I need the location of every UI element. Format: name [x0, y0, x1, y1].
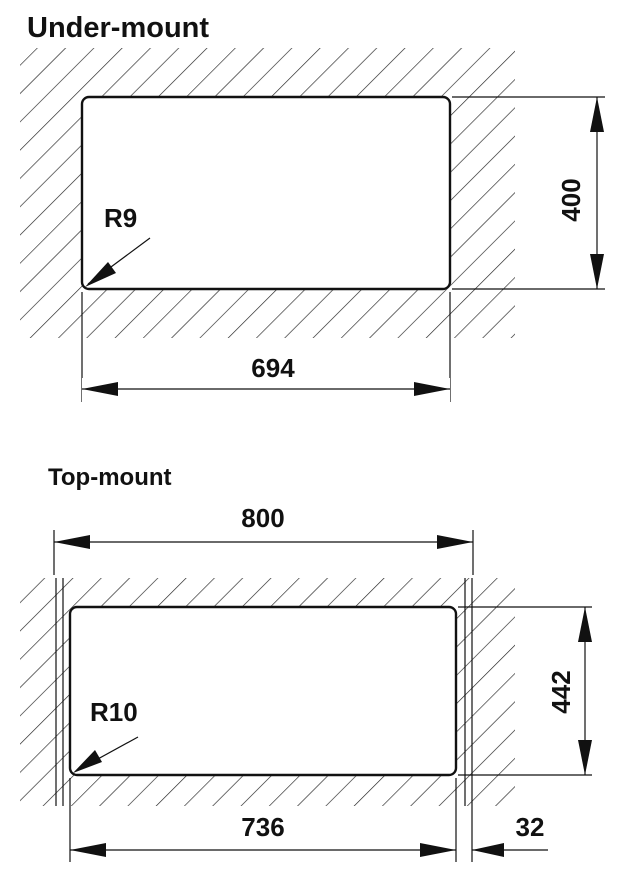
arrow-left-icon	[472, 843, 504, 857]
arrow-right-icon	[437, 535, 473, 549]
under-mount-title: Under-mount	[27, 12, 209, 44]
top-mount-depth-dimension: 442	[546, 607, 592, 775]
arrow-down-icon	[590, 254, 604, 289]
under-mount-width-dimension: 694	[82, 353, 450, 402]
arrow-diagonal-icon	[73, 750, 102, 773]
top-mount-section: Top-mount 800 44	[20, 464, 636, 862]
top-mount-radius-label: R10	[90, 697, 138, 727]
arrow-up-icon	[578, 607, 592, 642]
arrow-left-icon	[82, 382, 118, 396]
top-mount-overall-width-label: 800	[241, 503, 284, 533]
under-mount-radius-label: R9	[104, 203, 137, 233]
arrow-right-icon	[420, 843, 456, 857]
under-mount-cutout	[80, 95, 452, 291]
top-mount-cutout	[68, 605, 458, 777]
under-mount-width-label: 694	[251, 353, 295, 383]
top-mount-inner-width-dimension: 736	[70, 812, 456, 857]
top-mount-title: Top-mount	[48, 464, 172, 491]
top-mount-radius-callout: R10	[73, 697, 139, 773]
under-mount-depth-dimension: 400	[556, 97, 604, 289]
arrow-down-icon	[578, 740, 592, 775]
arrow-diagonal-icon	[85, 262, 116, 287]
arrow-left-icon	[70, 843, 106, 857]
arrow-left-icon	[54, 535, 90, 549]
top-mount-inner-width-label: 736	[241, 812, 284, 842]
top-mount-rim-dimension: 32	[472, 812, 548, 857]
top-mount-depth-label: 442	[546, 670, 576, 713]
under-mount-depth-label: 400	[556, 178, 586, 221]
under-mount-section: Under-mount 694 400 R9	[20, 12, 605, 402]
arrow-up-icon	[590, 97, 604, 132]
top-mount-overall-width-dimension: 800	[53, 503, 474, 575]
under-mount-radius-callout: R9	[85, 203, 151, 287]
arrow-right-icon	[414, 382, 450, 396]
top-mount-rim-label: 32	[516, 812, 545, 842]
